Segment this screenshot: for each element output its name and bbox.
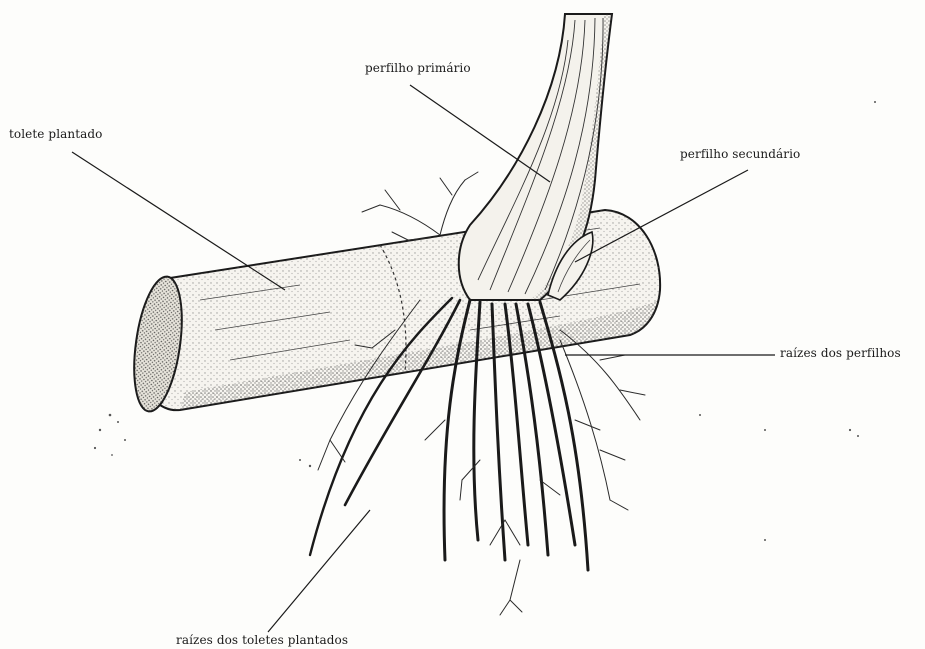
label-tolete-plantado: tolete plantado bbox=[9, 127, 103, 141]
label-perfilho-secundario: perfilho secundário bbox=[680, 147, 800, 161]
label-raizes-dos-toletes: raízes dos toletes plantados bbox=[176, 633, 348, 647]
leader-perfilho-primario bbox=[410, 85, 550, 182]
leader-raizes-dos-toletes bbox=[268, 510, 370, 632]
leader-tolete-plantado bbox=[72, 152, 285, 290]
label-raizes-dos-perfilhos: raízes dos perfilhos bbox=[780, 346, 901, 360]
label-perfilho-primario: perfilho primário bbox=[365, 61, 471, 75]
